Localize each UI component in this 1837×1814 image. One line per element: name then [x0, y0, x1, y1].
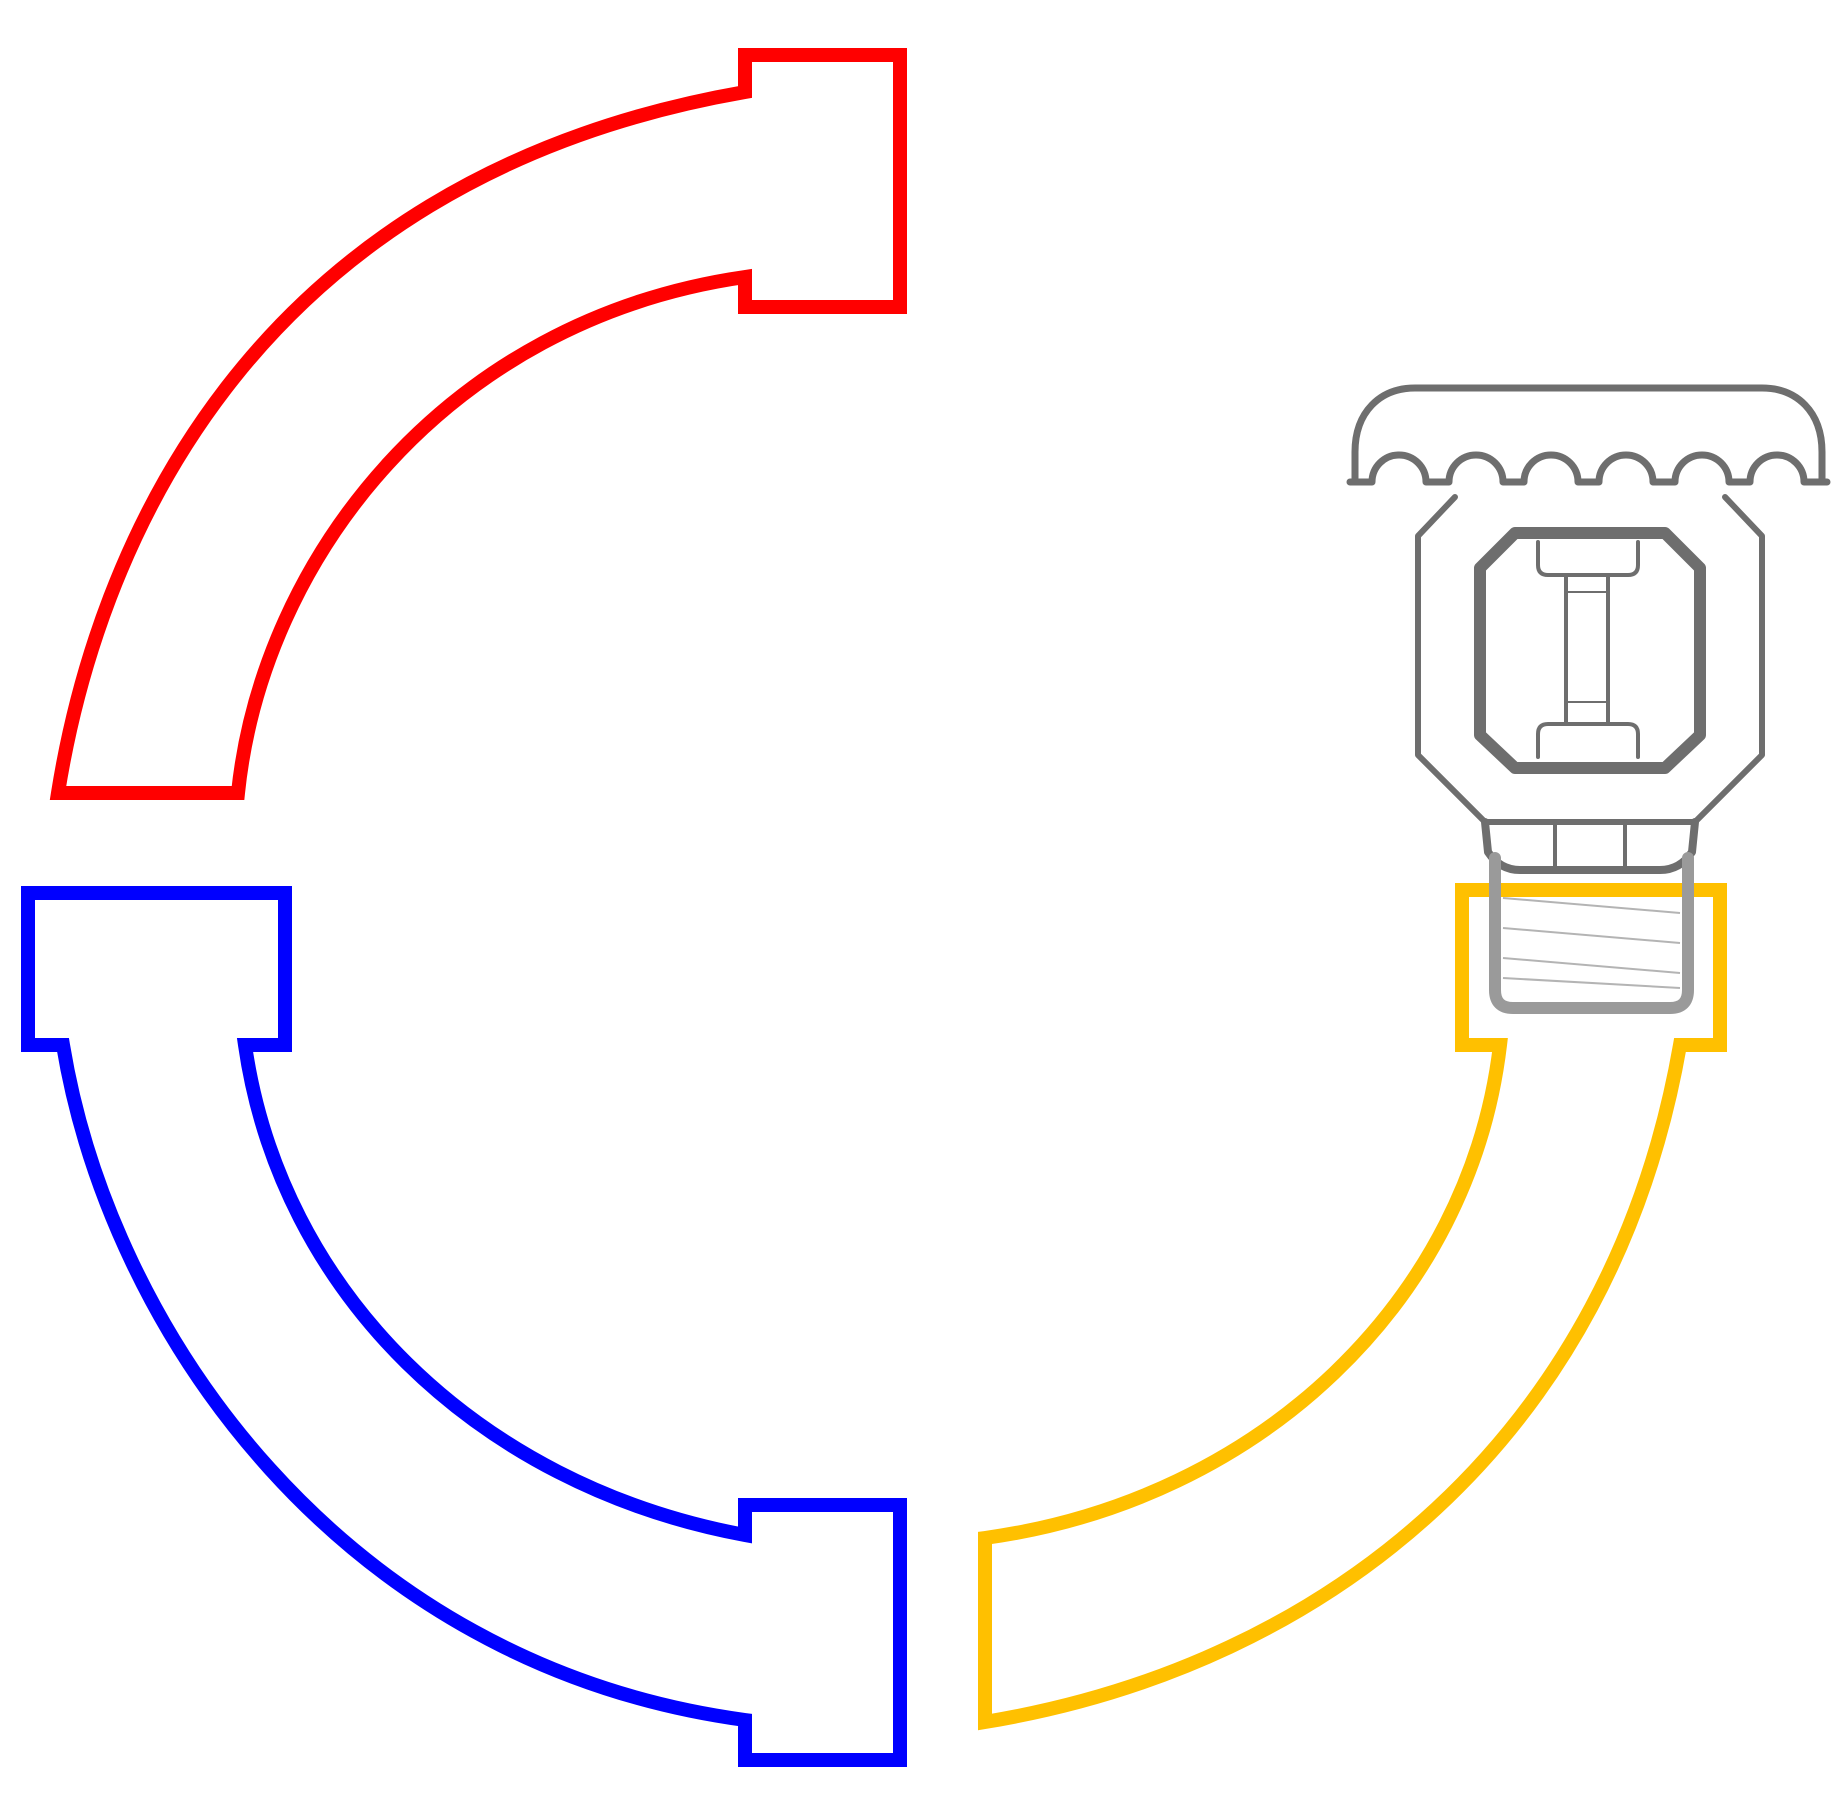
- thread-line-2: [1502, 927, 1681, 944]
- thread-line-1: [1502, 897, 1681, 914]
- thread-line-3: [1502, 957, 1681, 974]
- red-elbow-segment: [49, 48, 907, 800]
- sprinkler-bulb-top-cap: [1536, 540, 1640, 577]
- sprinkler-glass-bulb: [1564, 573, 1610, 726]
- sprinkler-frame: [1415, 494, 1765, 825]
- sprinkler-base-hex: [1481, 818, 1699, 874]
- sprinkler-threaded-body: [1489, 852, 1694, 1014]
- sprinkler-deflector-teeth: [1346, 451, 1831, 486]
- sprinkler-deflector: [1351, 384, 1826, 486]
- thread-line-4: [1502, 977, 1681, 989]
- sprinkler-bulb-cage: [1474, 527, 1706, 774]
- sprinkler-head-icon: [1346, 384, 1831, 1014]
- yellow-elbow-segment: [978, 883, 1727, 1731]
- blue-elbow-segment: [21, 886, 907, 1767]
- sprinkler-bulb-bottom-cap: [1536, 722, 1640, 759]
